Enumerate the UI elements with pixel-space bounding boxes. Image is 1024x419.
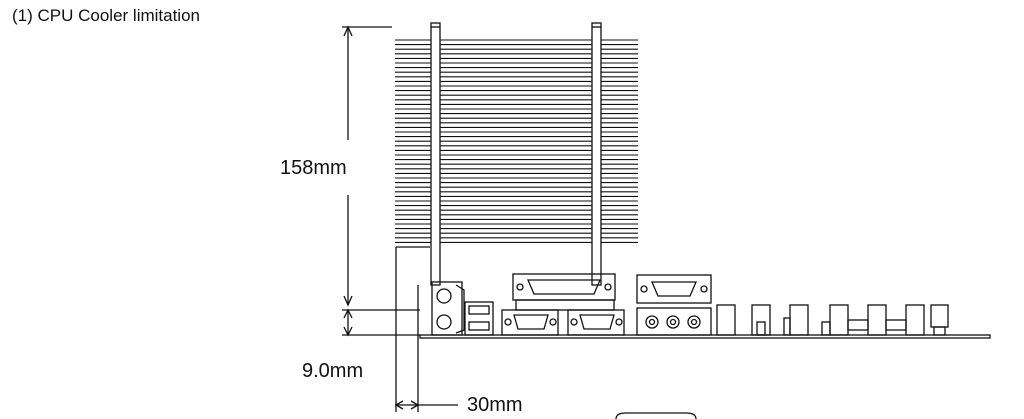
io-serial-port-2	[567, 309, 625, 336]
io-audio-jacks	[636, 307, 712, 336]
side-clearance-label: 30mm	[467, 394, 523, 416]
board-clearance-label: 9.0mm	[302, 360, 364, 382]
height-dimension-line	[342, 25, 392, 307]
io-parallel-port	[512, 273, 616, 311]
side-dimension-line	[394, 247, 458, 412]
cooler-height-label: 158mm	[280, 157, 347, 179]
io-vga-port	[636, 274, 712, 304]
io-ps2-ports	[431, 281, 465, 336]
section-heading: (1) CPU Cooler limitation	[12, 6, 200, 25]
io-serial-port-1	[501, 309, 559, 336]
clearance-dimension-line	[342, 308, 420, 337]
io-usb-ports	[464, 301, 494, 336]
heatpipes	[430, 22, 602, 286]
board-components	[716, 304, 949, 336]
bottom-label-box	[615, 412, 697, 419]
